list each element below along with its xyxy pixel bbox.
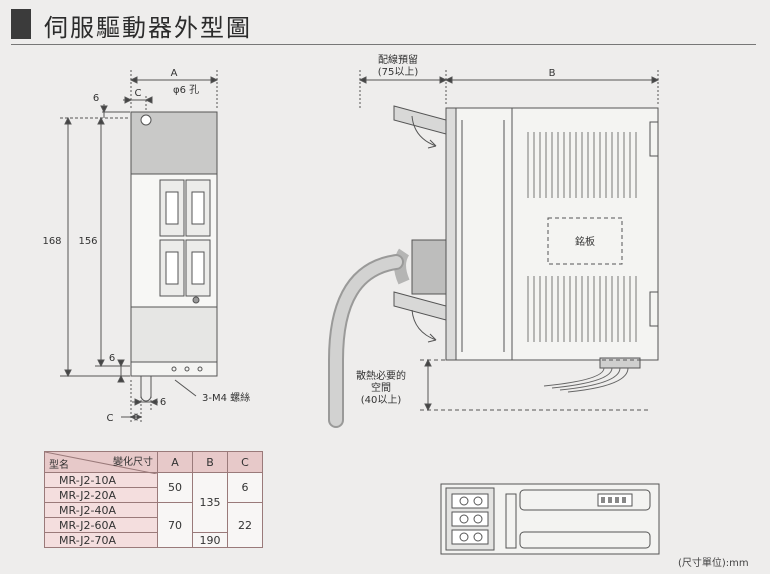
- nameplate-outline: [547, 217, 623, 265]
- c-value-cell: 22: [227, 502, 263, 548]
- dimension-table: 變化尺寸 型名 A B C MR-J2-10A 50 135 6 MR-J2-2…: [44, 451, 263, 548]
- unit-note: (尺寸單位):mm: [678, 558, 749, 569]
- connector-port: [191, 251, 205, 285]
- page-title: 伺服驅動器外型圖: [44, 14, 252, 42]
- label-dim-a: A: [171, 68, 178, 79]
- column-header-a: A: [157, 451, 193, 473]
- front-view-drawing: [60, 70, 219, 422]
- connector-port: [165, 191, 179, 225]
- front-terminal-strip: [130, 361, 218, 377]
- label-heat-space-2: 空間: [371, 381, 391, 394]
- top-vent-lower: [519, 531, 651, 549]
- screw-2: [184, 366, 190, 372]
- top-vent-upper: [519, 489, 651, 511]
- model-cell: MR-J2-70A: [44, 532, 158, 548]
- model-cell: MR-J2-40A: [44, 502, 158, 518]
- side-front-edge: [445, 107, 457, 361]
- bottom-cover-flap: [393, 291, 447, 321]
- mounting-slot: [140, 376, 152, 402]
- column-header-c: C: [227, 451, 263, 473]
- table-row: MR-J2-20A: [44, 487, 263, 503]
- label-screw: 3-M4 螺絲: [202, 391, 250, 404]
- a-value-cell: 50: [157, 472, 193, 503]
- label-heat-space-1: 散熱必要的: [356, 369, 406, 382]
- label-dim-156: 156: [78, 236, 97, 247]
- side-tab-bottom: [649, 291, 659, 327]
- title-marker: [11, 9, 31, 39]
- table-row: MR-J2-60A: [44, 517, 263, 533]
- label-dim-6-side: 6: [160, 397, 166, 408]
- connector-port: [165, 251, 179, 285]
- header-variable-dimension: 變化尺寸: [113, 457, 153, 468]
- label-nameplate: 銘板: [575, 235, 595, 248]
- b-value-cell: 190: [192, 532, 228, 548]
- label-heat-space-value: (40以上): [361, 394, 402, 406]
- label-hole: φ6 孔: [173, 84, 199, 96]
- table-row: MR-J2-70A 190: [44, 532, 263, 548]
- mounting-hole: [140, 114, 152, 126]
- label-dim-6-bottom: 6: [109, 353, 115, 364]
- label-wiring-space: 配線預留: [378, 53, 418, 66]
- corner-diagonal: [45, 452, 157, 474]
- front-heatsink-top: [130, 111, 218, 175]
- model-cell: MR-J2-10A: [44, 472, 158, 488]
- model-cell: MR-J2-20A: [44, 487, 158, 503]
- side-tab-top: [649, 121, 659, 157]
- front-bottom-panel: [130, 306, 218, 364]
- label-dim-6-top: 6: [93, 93, 99, 104]
- swing-arrow: [411, 309, 437, 341]
- screw-1: [171, 366, 177, 372]
- label-dim-b: B: [549, 68, 556, 79]
- label-dim-c-bottom: C: [107, 413, 114, 424]
- table-row: MR-J2-40A 70 22: [44, 502, 263, 548]
- connector-port: [191, 191, 205, 225]
- table-header-row: 變化尺寸 型名 A B C: [44, 451, 263, 474]
- column-header-b: B: [192, 451, 228, 473]
- table-corner-header: 變化尺寸 型名: [44, 451, 158, 474]
- table-row: MR-J2-10A 50 135 6: [44, 472, 263, 533]
- ground-screw: [192, 296, 200, 304]
- top-cover-flap: [393, 105, 447, 135]
- cable-connector: [411, 239, 447, 295]
- b-value-cell: 135: [192, 472, 228, 533]
- label-dim-c-top: C: [135, 88, 142, 99]
- top-view-drawing: [440, 483, 660, 555]
- label-wiring-space-value: (75以上): [378, 66, 419, 78]
- connector-cn3: [185, 239, 211, 297]
- top-slot: [505, 493, 517, 549]
- side-view-drawing: [328, 70, 660, 428]
- a-value-cell: 70: [157, 502, 193, 548]
- swing-arrow: [411, 115, 437, 147]
- title-divider: [11, 44, 756, 45]
- c-value-cell: 6: [227, 472, 263, 503]
- header-model: 型名: [49, 460, 69, 471]
- screw-3: [197, 366, 203, 372]
- label-dim-168: 168: [42, 236, 61, 247]
- model-cell: MR-J2-60A: [44, 517, 158, 533]
